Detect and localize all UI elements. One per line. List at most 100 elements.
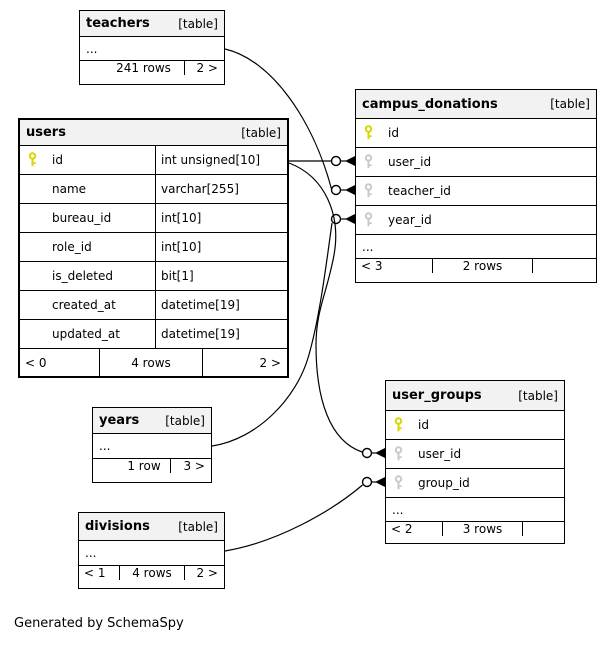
user_groups-table-name[interactable]: user_groups bbox=[392, 388, 482, 403]
generator-note: Generated by SchemaSpy bbox=[14, 616, 184, 631]
campus_donations-table-tag: [table] bbox=[550, 97, 590, 111]
teachers-footer: 241 rows 2 > bbox=[80, 61, 224, 75]
relationship-endpoint-circle bbox=[330, 155, 342, 167]
column-name: user_id bbox=[418, 447, 462, 461]
relationship-divisions-to-user_groups-group_id bbox=[224, 476, 386, 552]
column-name: id bbox=[52, 153, 63, 167]
column-name: user_id bbox=[388, 155, 432, 169]
column-name-cell: created_at bbox=[20, 291, 156, 319]
column-name-cell: role_id bbox=[20, 233, 156, 261]
column-name-cell: bureau_id bbox=[20, 204, 156, 232]
user_groups-table-tag: [table] bbox=[518, 388, 558, 403]
users-table-tag: [table] bbox=[241, 125, 281, 140]
footer-prev-degree: < 2 bbox=[386, 522, 443, 536]
more-columns-ellipsis: ... bbox=[79, 541, 224, 566]
column-row-bureau_id: bureau_id int[10] bbox=[20, 204, 287, 233]
column-name: name bbox=[52, 182, 87, 196]
primary-key-icon bbox=[28, 152, 36, 167]
column-name: created_at bbox=[52, 298, 116, 312]
column-row-id: id int unsigned[10] bbox=[20, 146, 287, 175]
column-name: group_id bbox=[418, 476, 470, 490]
key-icon-cell bbox=[386, 446, 410, 462]
years-header: years [table] bbox=[93, 408, 211, 434]
users-header: users [table] bbox=[20, 120, 287, 146]
footer-row-count: 4 rows bbox=[100, 349, 203, 376]
column-name: year_id bbox=[388, 213, 432, 227]
divisions-header: divisions [table] bbox=[79, 513, 224, 541]
table-user_groups[interactable]: user_groups [table] id user_id group_id...< … bbox=[385, 380, 565, 544]
column-type: int[10] bbox=[161, 211, 202, 225]
teachers-header: teachers [table] bbox=[80, 11, 224, 37]
relationship-users-to-campus_donations-user_id bbox=[289, 155, 356, 167]
column-name-cell: name bbox=[20, 175, 156, 203]
more-columns-ellipsis: ... bbox=[93, 434, 211, 459]
years-table-name[interactable]: years bbox=[99, 413, 140, 428]
column-type: int unsigned[10] bbox=[161, 153, 261, 167]
footer-row-count: 4 rows bbox=[120, 566, 185, 580]
footer-row-count: 241 rows bbox=[103, 61, 185, 75]
campus_donations-table-name[interactable]: campus_donations bbox=[362, 96, 498, 112]
primary-key-icon bbox=[394, 417, 402, 432]
key-icon-cell bbox=[356, 154, 380, 170]
teachers-table-tag: [table] bbox=[178, 16, 218, 31]
teachers-table-name[interactable]: teachers bbox=[86, 16, 150, 31]
foreign-key-icon bbox=[364, 183, 372, 198]
column-name-cell: updated_at bbox=[20, 320, 156, 348]
column-name: is_deleted bbox=[52, 269, 114, 283]
footer-next-degree: 2 > bbox=[196, 61, 218, 75]
divisions-table-name[interactable]: divisions bbox=[85, 519, 150, 534]
primary-key-icon bbox=[364, 125, 372, 140]
more-columns-ellipsis: ... bbox=[356, 235, 596, 259]
key-icon-cell bbox=[356, 212, 380, 228]
column-row-group_id: group_id bbox=[386, 469, 564, 498]
column-row-user_id: user_id bbox=[356, 148, 596, 177]
column-name: id bbox=[418, 418, 429, 432]
column-name: role_id bbox=[52, 240, 92, 254]
column-name: updated_at bbox=[52, 327, 120, 341]
users-table-name[interactable]: users bbox=[26, 125, 66, 140]
column-name: teacher_id bbox=[388, 184, 451, 198]
column-row-year_id: year_id bbox=[356, 206, 596, 235]
more-columns-ellipsis: ... bbox=[386, 498, 564, 522]
footer-row-count: 1 row bbox=[118, 459, 171, 473]
relationship-endpoint-circle bbox=[330, 213, 342, 225]
footer-next-degree: 2 > bbox=[259, 355, 281, 370]
footer-prev-degree: < 0 bbox=[20, 349, 100, 376]
column-name-cell: id bbox=[20, 146, 156, 174]
key-icon-cell bbox=[20, 152, 44, 168]
key-icon-cell bbox=[356, 125, 380, 141]
footer-row-count: 2 rows bbox=[433, 259, 533, 273]
column-row-user_id: user_id bbox=[386, 440, 564, 469]
foreign-key-icon bbox=[394, 446, 402, 461]
column-row-name: name varchar[255] bbox=[20, 175, 287, 204]
campus_donations-header: campus_donations [table] bbox=[356, 90, 596, 119]
relationship-endpoint-circle bbox=[361, 447, 373, 459]
foreign-key-icon bbox=[364, 212, 372, 227]
foreign-key-icon bbox=[394, 475, 402, 490]
column-name-cell: is_deleted bbox=[20, 262, 156, 290]
years-table-tag: [table] bbox=[165, 413, 205, 428]
divisions-table-tag: [table] bbox=[178, 519, 218, 534]
table-users[interactable]: users [table] id int unsigned[10] name varcha… bbox=[18, 118, 289, 378]
column-type: varchar[255] bbox=[161, 182, 239, 196]
footer-prev-degree: < 1 bbox=[79, 566, 120, 580]
footer-row-count: 3 rows bbox=[443, 522, 523, 536]
column-row-id: id bbox=[386, 411, 564, 440]
user_groups-header: user_groups [table] bbox=[386, 381, 564, 411]
key-icon-cell bbox=[386, 417, 410, 433]
key-icon-cell bbox=[356, 183, 380, 199]
relationship-endpoint-circle bbox=[361, 476, 373, 488]
relationship-endpoint-circle bbox=[330, 184, 342, 196]
column-type: bit[1] bbox=[161, 269, 194, 283]
